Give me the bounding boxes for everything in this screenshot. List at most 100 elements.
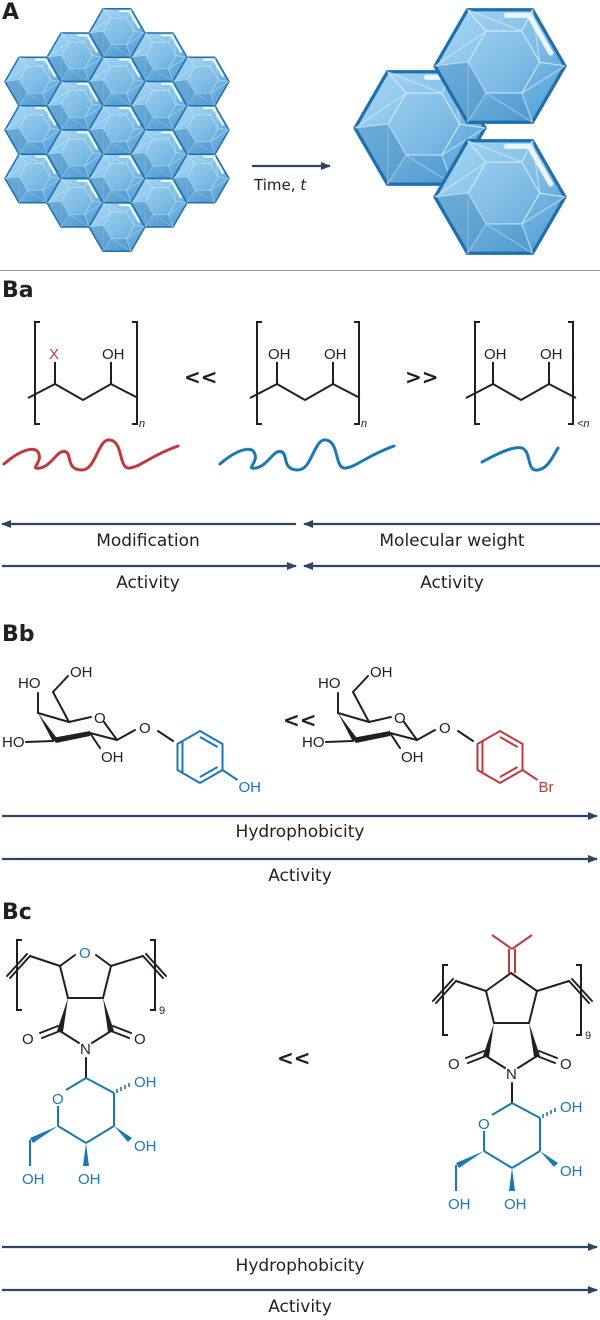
hydroxyl-label: OH xyxy=(560,1099,583,1116)
substituent-oh: OH xyxy=(102,346,125,363)
para-substituent-label: OH xyxy=(239,779,262,796)
bond xyxy=(52,675,69,693)
carbonyl-oxygen-label: O xyxy=(560,1056,572,1073)
glycosidic-oxygen-label: O xyxy=(139,720,151,737)
caption-molecular-weight: Molecular weight xyxy=(379,531,525,551)
subscript-n: n xyxy=(139,418,145,430)
bond xyxy=(116,729,136,741)
methyl-bond xyxy=(511,934,533,950)
bond xyxy=(337,712,370,723)
comparator-greater: >> xyxy=(405,365,439,389)
bond xyxy=(9,955,31,979)
hydroxyl-label: OH xyxy=(101,749,124,766)
icosahedral-particle xyxy=(4,105,62,155)
bond xyxy=(110,1030,130,1039)
icosahedral-particle xyxy=(46,129,104,180)
repeat-subscript: 9 xyxy=(585,1030,591,1042)
bond xyxy=(157,730,174,742)
bond xyxy=(467,1055,487,1064)
repeat-subscript: 9 xyxy=(159,1005,165,1017)
repeat-bracket xyxy=(576,964,582,1036)
bond xyxy=(389,732,418,741)
bond xyxy=(89,732,118,741)
caption-activity: Activity xyxy=(268,866,332,886)
hydroxyl-label: OH xyxy=(448,1196,471,1213)
icosahedral-particle xyxy=(353,70,487,186)
bond xyxy=(416,729,436,741)
bond xyxy=(521,769,539,781)
glycosidic-oxygen-label: O xyxy=(439,720,451,737)
section-divider xyxy=(0,270,600,271)
icosahedral-particle xyxy=(88,201,146,252)
double-bond xyxy=(199,766,219,778)
bond xyxy=(455,980,487,992)
ring-oxygen-label: O xyxy=(394,710,406,727)
bond xyxy=(91,1030,112,1044)
caption-activity: Activity xyxy=(268,1297,332,1317)
hydroxyl-label: HO xyxy=(302,734,325,751)
wedge-bond xyxy=(540,1151,558,1167)
bond xyxy=(491,1102,513,1116)
bond xyxy=(59,1030,80,1044)
icosahedral-particle xyxy=(88,153,146,204)
wedge-bond xyxy=(483,1023,494,1057)
substituent-oh: OH xyxy=(324,346,347,363)
bond xyxy=(465,1050,485,1059)
icosahedral-particle xyxy=(130,32,188,83)
caption-activity: Activity xyxy=(420,573,484,593)
icosahedral-particle xyxy=(172,105,230,155)
para-substituent-label: Br xyxy=(539,779,554,796)
bond xyxy=(110,955,144,967)
hydroxyl-label: HO xyxy=(2,734,25,751)
wedge-bond xyxy=(83,1143,89,1166)
hydroxyl-label: OH xyxy=(22,1171,45,1188)
hydroxyl-label: HO xyxy=(318,675,341,692)
bond xyxy=(352,691,370,723)
wedge-bond xyxy=(30,1126,58,1143)
wedge-bond xyxy=(456,1151,484,1168)
substituent-oh: OH xyxy=(540,346,563,363)
polymer-structure-pva xyxy=(249,321,361,425)
bond xyxy=(368,716,392,723)
bond xyxy=(103,721,118,741)
bond xyxy=(571,978,593,1002)
bond xyxy=(568,980,590,1004)
bond xyxy=(41,1030,61,1039)
hydroxyl-label: OH xyxy=(134,1074,157,1091)
bond xyxy=(485,972,512,992)
ring-oxygen-label: O xyxy=(478,1116,490,1133)
phenyl-ring xyxy=(476,729,524,785)
caption-hydrophobicity: Hydrophobicity xyxy=(235,1256,365,1276)
bond xyxy=(85,1077,115,1094)
bond xyxy=(59,965,69,999)
panel-label-bb: Bb xyxy=(2,622,35,647)
nanoparticle-cluster-small xyxy=(4,8,230,252)
repeat-bracket xyxy=(150,939,156,1011)
bond xyxy=(483,1150,513,1169)
substituent-x: X xyxy=(49,346,59,363)
bond xyxy=(6,953,28,977)
bond xyxy=(536,1055,556,1064)
bond xyxy=(59,954,76,967)
methyl-bond xyxy=(491,934,513,950)
bond xyxy=(538,1050,558,1059)
hydroxyl-label: OH xyxy=(401,749,424,766)
wedge-bond xyxy=(338,713,359,741)
polymer-structure-low-mw xyxy=(465,321,577,425)
wedge-bond xyxy=(509,1168,515,1191)
bond xyxy=(389,732,401,749)
bond xyxy=(57,1125,87,1144)
bond xyxy=(352,675,369,693)
bond xyxy=(95,954,112,967)
bond xyxy=(68,716,92,723)
bond xyxy=(65,1077,87,1091)
bond xyxy=(536,980,570,992)
polymer-chain-short-blue xyxy=(480,446,560,472)
hydroxyl-label: OH xyxy=(134,1138,157,1155)
bond xyxy=(485,990,495,1024)
hydroxyl-label: HO xyxy=(18,675,41,692)
